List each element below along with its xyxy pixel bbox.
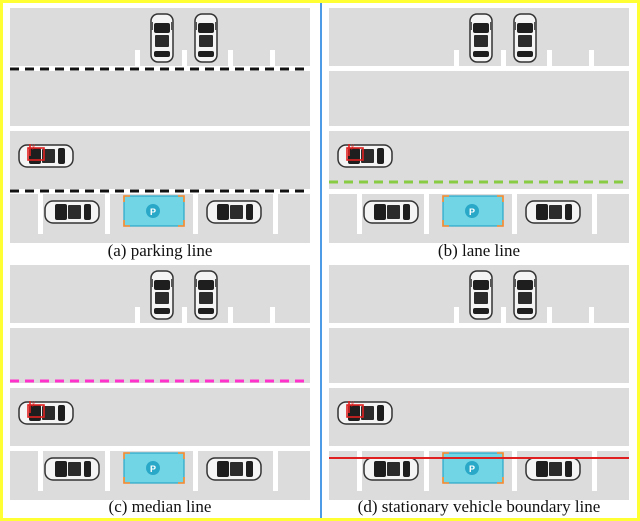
target-parking-slot: P [123, 452, 185, 484]
slot-marking [454, 307, 459, 323]
slot-marking [273, 451, 278, 491]
caption-c: (c) median line [108, 497, 212, 516]
slot-marking [193, 194, 198, 234]
parked-car [206, 457, 262, 481]
lane-marking [10, 323, 310, 328]
slot-marking [547, 307, 552, 323]
slot-marking [592, 451, 597, 491]
slot-marking [135, 307, 140, 323]
median-line [10, 379, 310, 383]
vertical-divider [320, 3, 322, 518]
panel-stationary-vehicle-boundary-line: y P [329, 265, 629, 500]
slot-marking [512, 194, 517, 234]
lane-line [329, 180, 629, 184]
slot-marking [135, 50, 140, 66]
parked-car [363, 457, 419, 481]
slot-marking [424, 194, 429, 234]
lane-marking [329, 189, 629, 194]
parked-car [363, 200, 419, 224]
parking-marker: P [150, 207, 156, 217]
lane-marking [329, 66, 629, 71]
parking-marker: P [469, 207, 475, 217]
slot-marking [273, 194, 278, 234]
parked-car [513, 13, 537, 63]
slot-marking [228, 307, 233, 323]
parking-line-top [10, 67, 310, 71]
slot-marking [454, 50, 459, 66]
lane-marking [329, 446, 629, 451]
slot-marking [105, 194, 110, 234]
slot-marking [589, 50, 594, 66]
caption-b: (b) lane line [437, 241, 521, 260]
parked-car [206, 200, 262, 224]
ego-vehicle: y [18, 401, 74, 425]
slot-marking [270, 307, 275, 323]
slot-marking [501, 50, 506, 66]
lane-marking [10, 446, 310, 451]
slot-marking [357, 451, 362, 491]
parked-car [469, 13, 493, 63]
caption-a: (a) parking line [107, 241, 213, 260]
parked-car [469, 270, 493, 320]
parked-car [44, 457, 100, 481]
slot-marking [105, 451, 110, 491]
panel-parking-line: y P [10, 8, 310, 243]
slot-marking [270, 50, 275, 66]
panel-median-line: y P [10, 265, 310, 500]
slot-marking [357, 194, 362, 234]
slot-marking [182, 50, 187, 66]
lane-marking [10, 383, 310, 388]
stationary-vehicle-boundary-line [329, 457, 629, 459]
slot-marking [501, 307, 506, 323]
target-parking-slot: P [442, 195, 504, 227]
slot-marking [592, 194, 597, 234]
lane-marking [329, 383, 629, 388]
parked-car [513, 270, 537, 320]
slot-marking [547, 50, 552, 66]
ego-axis-label: y [32, 401, 35, 407]
parked-car [194, 13, 218, 63]
lane-marking [329, 126, 629, 131]
ego-vehicle: y [337, 144, 393, 168]
parked-car [44, 200, 100, 224]
parked-car [150, 13, 174, 63]
slot-marking [38, 451, 43, 491]
parked-car [150, 270, 174, 320]
panel-lane-line: y P [329, 8, 629, 243]
parking-marker: P [150, 464, 156, 474]
ego-axis-label: y [351, 144, 354, 150]
slot-marking [512, 451, 517, 491]
slot-marking [182, 307, 187, 323]
ego-vehicle: y [18, 144, 74, 168]
caption-d: (d) stationary vehicle boundary line [357, 497, 601, 516]
parking-line-bottom [10, 189, 310, 193]
ego-axis-label: y [351, 401, 354, 407]
ego-vehicle: y [337, 401, 393, 425]
parked-car [194, 270, 218, 320]
slot-marking [424, 451, 429, 491]
parked-car [525, 457, 581, 481]
slot-marking [589, 307, 594, 323]
lane-marking [329, 323, 629, 328]
slot-marking [228, 50, 233, 66]
lane-marking [10, 126, 310, 131]
parked-car [525, 200, 581, 224]
slot-marking [193, 451, 198, 491]
ego-axis-label: y [32, 144, 35, 150]
slot-marking [38, 194, 43, 234]
parking-marker: P [469, 464, 475, 474]
target-parking-slot: P [123, 195, 185, 227]
